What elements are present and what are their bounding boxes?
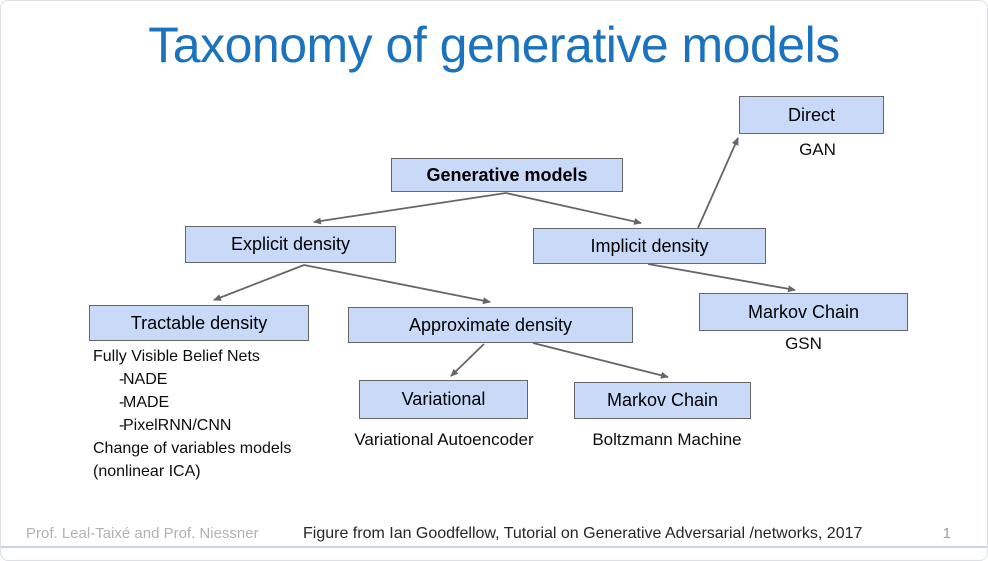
node-explicit-density-label: Explicit density xyxy=(230,234,351,254)
node-explicit-density: Explicit density xyxy=(185,226,396,263)
notes-bullet-pixelrnn-text: PixelRNN/CNN xyxy=(123,417,232,434)
arrow-generative-to-implicit xyxy=(505,192,642,225)
label-gan: GAN xyxy=(799,140,836,159)
notes-bullet-pixelrnn: - PixelRNN/CNN xyxy=(93,414,353,437)
arrow-approximate-to-variational xyxy=(450,343,485,377)
node-implicit-density-label: Implicit density xyxy=(590,235,709,256)
notes-bullet-nade: - NADE xyxy=(93,368,353,391)
node-tractable-density-label: Tractable density xyxy=(130,312,268,333)
tractable-notes: Fully Visible Belief Nets - NADE - MADE … xyxy=(93,345,353,483)
node-approximate-density: Approximate density xyxy=(348,307,633,343)
notes-bullet-made-text: MADE xyxy=(123,394,170,411)
arrow-implicit-to-markov-gsn xyxy=(647,263,796,293)
bullet-dash: - xyxy=(119,417,125,434)
notes-bullet-made: - MADE xyxy=(93,391,353,414)
node-markov-chain-gsn-label: Markov Chain xyxy=(747,301,860,322)
slide-title: Taxonomy of generative models xyxy=(148,17,840,73)
footer-divider xyxy=(1,546,987,548)
node-markov-chain-gsn: Markov Chain xyxy=(699,293,908,331)
node-implicit-density: Implicit density xyxy=(533,228,766,264)
node-markov-chain-boltzmann: Markov Chain xyxy=(574,382,751,419)
label-gsn: GSN xyxy=(785,334,822,353)
footer-authors: Prof. Leal-Taixé and Prof. Niessner xyxy=(26,525,259,542)
node-variational: Variational xyxy=(359,380,528,419)
arrow-implicit-to-direct xyxy=(697,137,739,229)
node-generative-models: Generative models xyxy=(391,158,623,192)
node-direct-label: Direct xyxy=(787,104,835,125)
notes-outro-line2: (nonlinear ICA) xyxy=(93,463,201,480)
node-approximate-density-label: Approximate density xyxy=(408,314,573,335)
bullet-dash: - xyxy=(119,371,125,388)
node-markov-chain-boltzmann-label: Markov Chain xyxy=(606,390,719,410)
arrow-explicit-to-tractable xyxy=(213,264,305,301)
footer-page-number: 1 xyxy=(942,525,951,542)
arrow-approximate-to-markov-boltzmann xyxy=(532,342,669,379)
label-variational-autoencoder: Variational Autoencoder xyxy=(354,430,534,449)
node-variational-label: Variational xyxy=(401,389,486,409)
notes-bullet-nade-text: NADE xyxy=(123,371,168,388)
arrow-generative-to-explicit xyxy=(313,192,507,225)
bullet-dash: - xyxy=(119,394,125,411)
footer-caption: Figure from Ian Goodfellow, Tutorial on … xyxy=(303,525,863,542)
arrow-explicit-to-approximate xyxy=(303,264,491,305)
notes-outro-line1: Change of variables models xyxy=(93,440,292,457)
label-boltzmann-machine: Boltzmann Machine xyxy=(592,430,742,449)
node-tractable-density: Tractable density xyxy=(89,305,309,341)
node-direct: Direct xyxy=(739,96,884,134)
node-generative-models-label: Generative models xyxy=(426,164,588,185)
notes-intro: Fully Visible Belief Nets xyxy=(93,348,260,365)
